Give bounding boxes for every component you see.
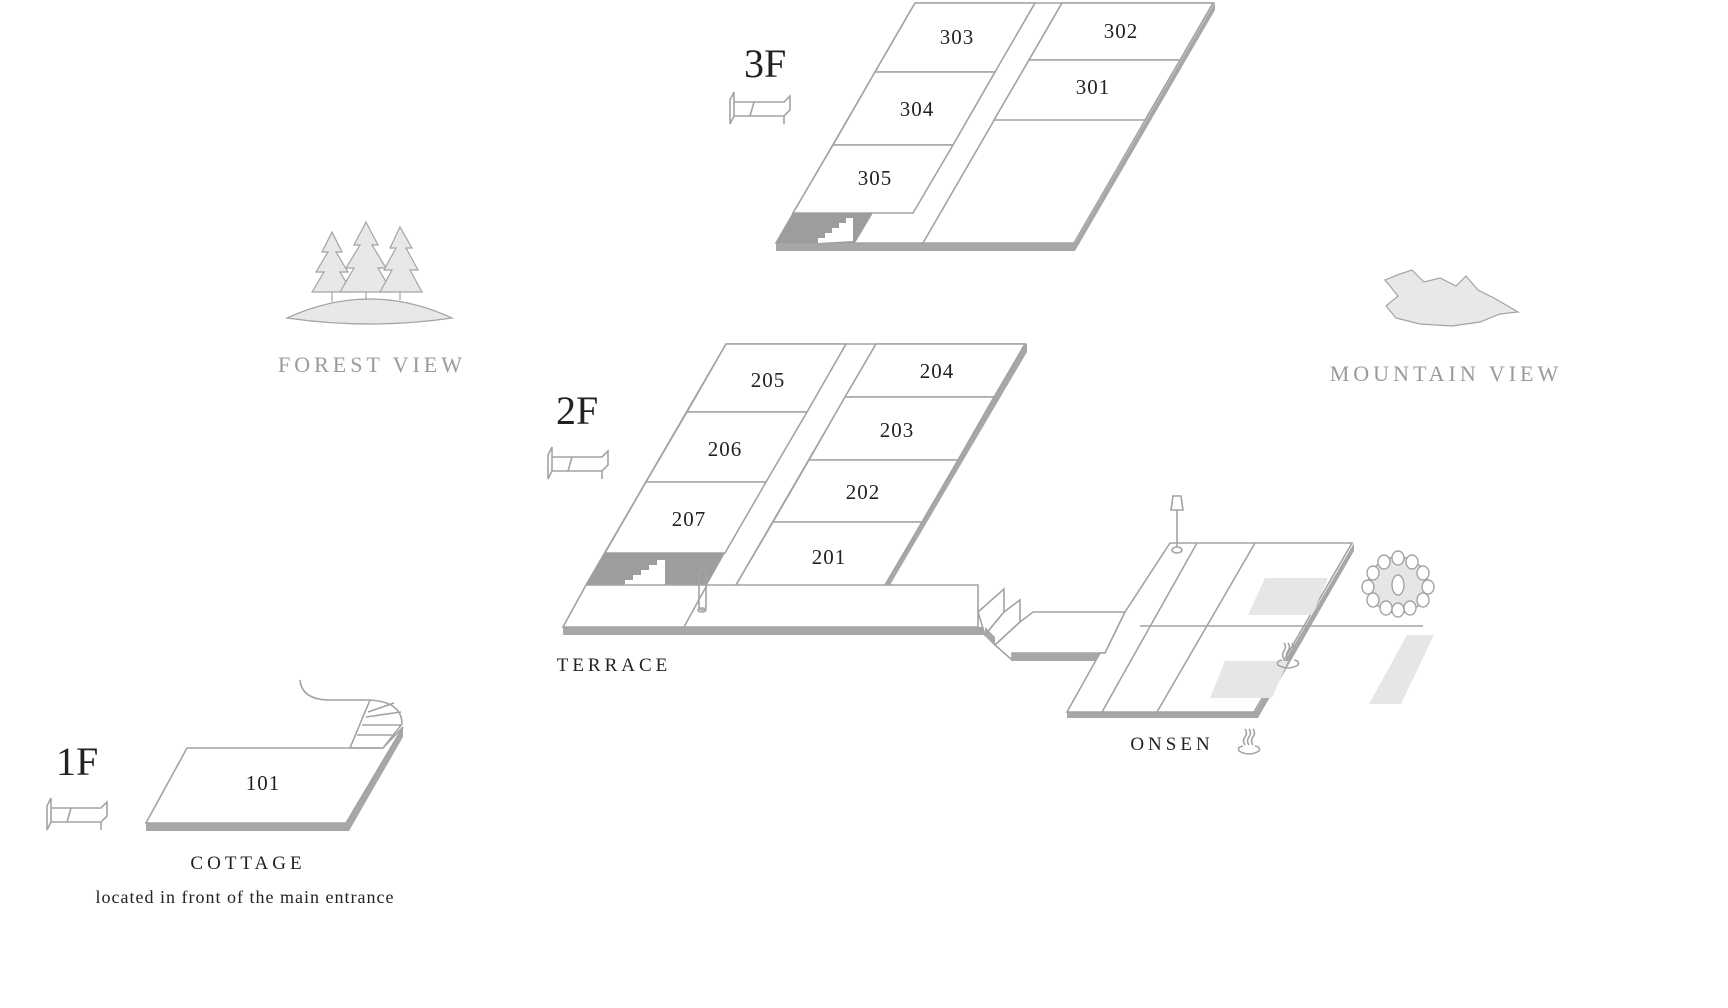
room-304-label: 304 xyxy=(900,97,935,121)
forest-icon xyxy=(284,220,455,325)
steps-to-onsen xyxy=(977,587,1127,662)
cottage-label: COTTAGE xyxy=(190,853,305,874)
room-205-label: 205 xyxy=(751,368,786,392)
outdoor-area xyxy=(1369,635,1434,704)
indoor-bath-1[interactable] xyxy=(1248,578,1328,615)
room-201[interactable] xyxy=(734,521,924,586)
room-303-label: 303 xyxy=(940,25,975,49)
bed-icon-3f xyxy=(729,91,791,125)
room-305[interactable] xyxy=(791,144,955,214)
room-202-label: 202 xyxy=(846,480,881,504)
room-201-label: 201 xyxy=(812,545,847,569)
terrace-divider xyxy=(683,584,708,628)
room-203-label: 203 xyxy=(880,418,915,442)
hot-spring-icon xyxy=(1237,728,1261,755)
room-305-label: 305 xyxy=(858,166,893,190)
mountain-icon xyxy=(1384,269,1520,327)
terrace-label: TERRACE xyxy=(557,655,672,676)
floor-3f-label: 3F xyxy=(744,41,786,86)
spiral-stairs-icon xyxy=(299,679,403,749)
rock-bath-icon xyxy=(1361,550,1435,618)
room-301[interactable] xyxy=(992,59,1182,121)
stairs-steps-icon xyxy=(625,560,665,585)
room-206-label: 206 xyxy=(708,437,743,461)
lamp-icon xyxy=(697,569,707,613)
room-207-label: 207 xyxy=(672,507,707,531)
onsen-label: ONSEN xyxy=(1130,734,1213,755)
room-301-label: 301 xyxy=(1076,75,1111,99)
mountain-view-label: MOUNTAIN VIEW xyxy=(1330,361,1563,386)
floor-2f-edge xyxy=(563,627,985,635)
lamp-icon xyxy=(1170,495,1184,554)
room-302-label: 302 xyxy=(1104,19,1139,43)
room-101-label: 101 xyxy=(246,771,281,795)
floor-2f-label: 2F xyxy=(556,388,598,433)
onsen-line xyxy=(1101,542,1198,713)
floor-2f: 205 204 206 203 207 202 201 xyxy=(561,343,1027,635)
onsen-line xyxy=(1156,542,1256,713)
forest-view-label: FOREST VIEW xyxy=(278,352,466,377)
bed-icon-1f xyxy=(46,797,108,831)
room-204-label: 204 xyxy=(920,359,955,383)
onsen-area xyxy=(1065,495,1435,755)
cottage-note: located in front of the main entrance xyxy=(96,887,395,907)
indoor-bath-2[interactable] xyxy=(1210,661,1288,698)
floor-1f-label: 1F xyxy=(56,739,98,784)
stairs-steps-icon xyxy=(818,218,853,243)
bed-icon-2f xyxy=(547,446,609,480)
floor-3f: 303 302 301 304 305 xyxy=(774,2,1215,251)
floor-1f: 101 xyxy=(144,679,404,831)
